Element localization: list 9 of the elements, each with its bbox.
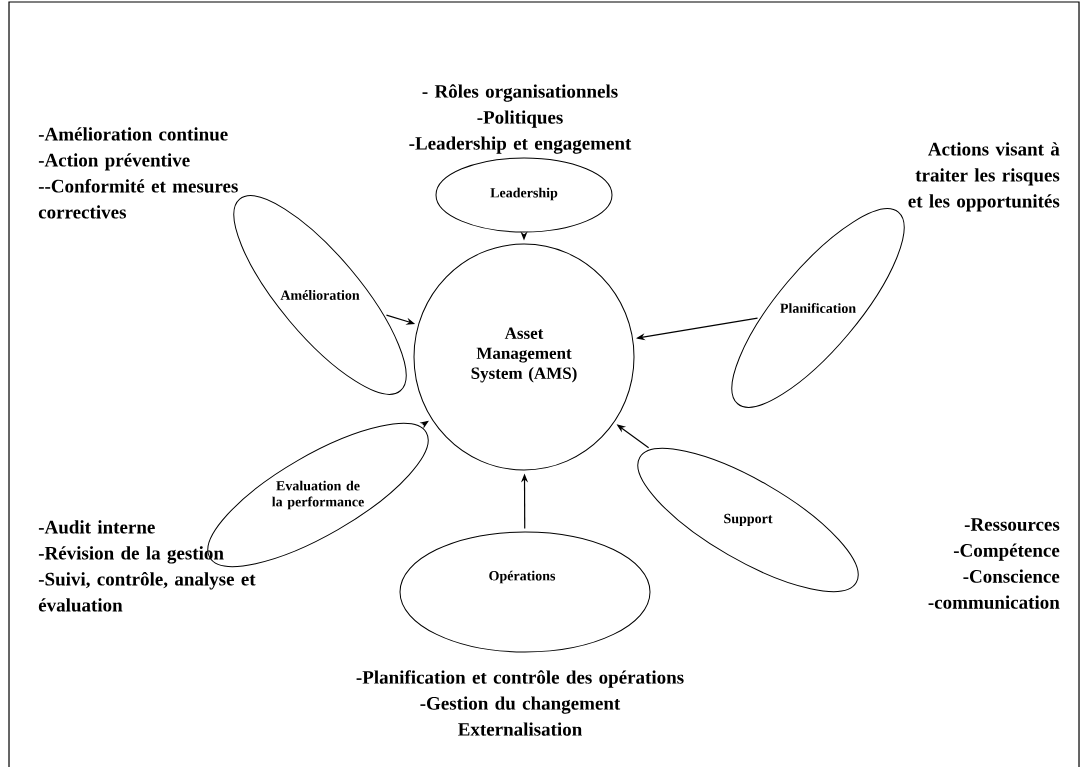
node-label: -Ressources: [964, 518, 1060, 531]
bullet-list: Actions visant à traiter les risques et les opportunités: [908, 142, 1060, 212]
bullet-list: - Rôles organisationnels -Politiques -Leadership et engagement: [409, 84, 632, 154]
bullet-list: -Planification et contrôle des opérations -Gestion du changement Externalisation: [356, 670, 684, 736]
node-label: -Conscience: [963, 569, 1060, 583]
node-label: -Compétence: [953, 543, 1060, 561]
node-label: -communication: [928, 595, 1060, 609]
bullet-list: -Audit interne -Révision de la gestion -Suivi, contrôle, analyse et évaluation: [38, 520, 256, 612]
bullet-list: -Ressources -Compétence -Conscience -communication: [928, 518, 1060, 609]
